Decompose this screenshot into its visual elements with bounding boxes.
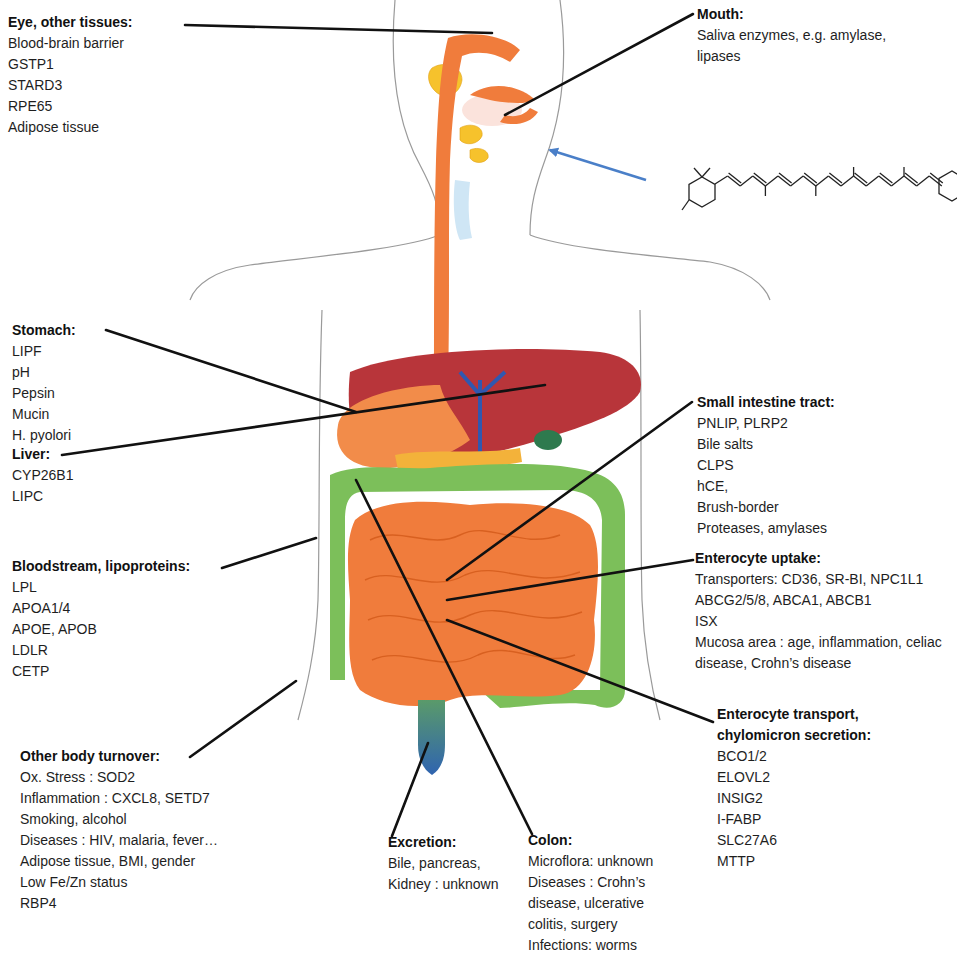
gallbladder: [534, 430, 562, 450]
factor-item: I-FABP: [717, 809, 897, 830]
palate: [470, 86, 535, 103]
factor-item: APOE, APOB: [12, 619, 222, 640]
factor-item: GSTP1: [8, 54, 208, 75]
factor-item: H. pyolori: [12, 425, 132, 446]
factor-item: CYP26B1: [12, 465, 132, 486]
factor-item: Adipose tissue: [8, 117, 208, 138]
factor-item: Ox. Stress : SOD2: [20, 767, 270, 788]
factor-item: MTTP: [717, 851, 897, 872]
factor-item: SLC27A6: [717, 830, 897, 851]
section-heading: Mouth:: [697, 4, 902, 25]
callout-group: Small intestine tract:PNLIP, PLRP2Bile s…: [697, 392, 937, 539]
esophagus: [434, 34, 520, 388]
factor-item: hCE,: [697, 476, 937, 497]
factor-item: LDLR: [12, 640, 222, 661]
factor-item: Pepsin: [12, 383, 132, 404]
leader-lines: [62, 14, 713, 836]
body-outline: [190, 0, 770, 720]
callout-group: Enterocyte uptake:Transporters: CD36, SR…: [695, 548, 953, 674]
section-heading: Colon:: [528, 830, 670, 851]
factor-item: Inflammation : CXCL8, SETD7: [20, 788, 270, 809]
factor-item: Brush-border: [697, 497, 937, 518]
section-heading: Eye, other tissues:: [8, 12, 208, 33]
factor-item: LIPC: [12, 486, 132, 507]
callout-group: Colon:Microflora: unknownDiseases : Croh…: [528, 830, 670, 956]
factor-item: RPE65: [8, 96, 208, 117]
factor-item: CETP: [12, 661, 222, 682]
section-heading: Excretion:: [388, 832, 516, 853]
factor-item: Infections: worms: [528, 935, 670, 956]
factor-item: APOA1/4: [12, 598, 222, 619]
section-heading: Stomach:: [12, 320, 132, 341]
factor-item: Saliva enzymes, e.g. amylase, lipases: [697, 25, 902, 67]
factor-item: LIPF: [12, 341, 132, 362]
factor-item: Smoking, alcohol: [20, 809, 270, 830]
intake-arrow: [550, 150, 646, 180]
factor-item: Bile salts: [697, 434, 937, 455]
factor-item: Proteases, amylases: [697, 518, 937, 539]
callout-group: Mouth:Saliva enzymes, e.g. amylase, lipa…: [697, 4, 902, 67]
section-heading: Liver:: [12, 444, 132, 465]
trachea: [454, 180, 472, 240]
factor-item: PNLIP, PLRP2: [697, 413, 937, 434]
callout-group: Enterocyte transport, chylomicron secret…: [717, 704, 897, 872]
factor-item: STARD3: [8, 75, 208, 96]
factor-item: ABCG2/5/8, ABCA1, ABCB1: [695, 590, 953, 611]
factor-item: Bile, pancreas, Kidney : unknown: [388, 853, 516, 895]
section-heading: Enterocyte uptake:: [695, 548, 953, 569]
factor-item: Mucin: [12, 404, 132, 425]
beta-carotene-structure: [682, 167, 957, 210]
section-heading: Small intestine tract:: [697, 392, 937, 413]
factor-item: Mucosa area : age, inflammation, celiac …: [695, 632, 953, 674]
section-heading: Bloodstream, lipoproteins:: [12, 556, 222, 577]
factor-item: Diseases : Crohn’s disease, ulcerative c…: [528, 872, 670, 935]
factor-item: pH: [12, 362, 132, 383]
section-heading: Enterocyte transport, chylomicron secret…: [717, 704, 897, 746]
factor-item: CLPS: [697, 455, 937, 476]
factor-item: LPL: [12, 577, 222, 598]
callout-group: Eye, other tissues:Blood-brain barrierGS…: [8, 12, 208, 138]
factor-item: Transporters: CD36, SR-BI, NPC1L1: [695, 569, 953, 590]
factor-item: ELOVL2: [717, 767, 897, 788]
callout-group: Bloodstream, lipoproteins:LPLAPOA1/4APOE…: [12, 556, 222, 682]
factor-item: ISX: [695, 611, 953, 632]
small-intestine: [348, 502, 598, 706]
factor-item: Adipose tissue, BMI, gender: [20, 851, 270, 872]
factor-item: BCO1/2: [717, 746, 897, 767]
callout-group: Stomach:LIPFpHPepsinMucinH. pyolori: [12, 320, 132, 446]
factor-item: INSIG2: [717, 788, 897, 809]
factor-item: Blood-brain barrier: [8, 33, 208, 54]
factor-item: Low Fe/Zn status: [20, 872, 270, 893]
section-heading: Other body turnover:: [20, 746, 270, 767]
rectum: [418, 700, 445, 775]
callout-group: Other body turnover:Ox. Stress : SOD2Inf…: [20, 746, 270, 914]
callout-group: Excretion:Bile, pancreas, Kidney : unkno…: [388, 832, 516, 895]
factor-item: Microflora: unknown: [528, 851, 670, 872]
factor-item: RBP4: [20, 893, 270, 914]
factor-item: Diseases : HIV, malaria, fever…: [20, 830, 270, 851]
callout-group: Liver:CYP26B1LIPC: [12, 444, 132, 507]
